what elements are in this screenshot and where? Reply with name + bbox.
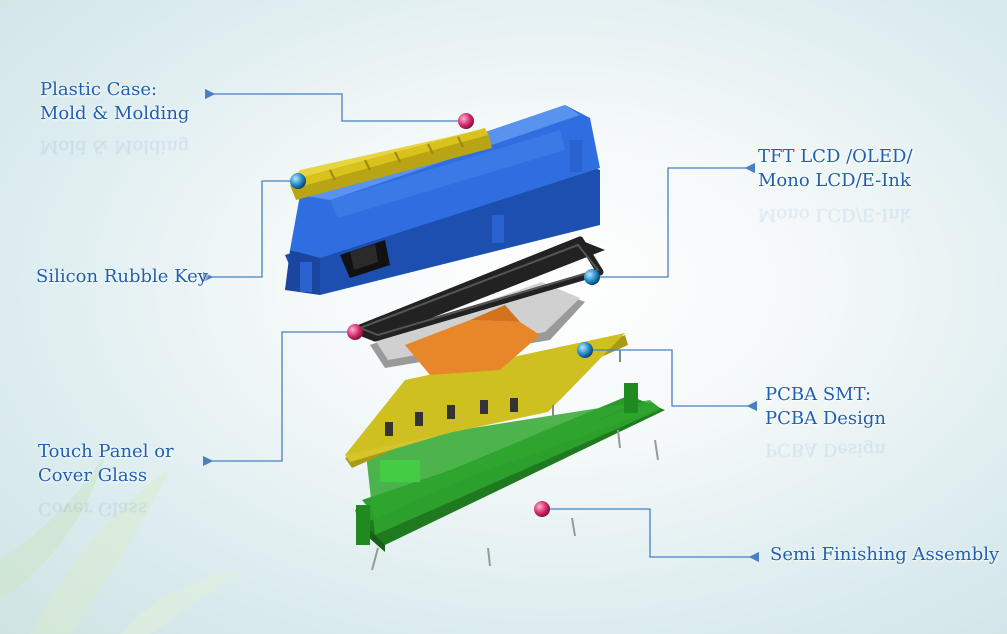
marker-touch-panel [347, 324, 363, 340]
label-plastic-case-line2: Mold & Molding [40, 103, 190, 124]
lcd-panel [370, 282, 585, 375]
label-display-reflection-text: Mono LCD/E-Ink [758, 204, 911, 225]
marker-keypad [290, 173, 306, 189]
label-display-line2: Mono LCD/E-Ink [758, 170, 911, 191]
label-pcba-reflection: PCBA Design [765, 437, 886, 461]
label-plastic-case: Plastic Case: Mold & Molding [40, 78, 189, 126]
marker-plastic-case [458, 113, 474, 129]
label-touch-panel-line1: Touch Panel or [38, 441, 174, 462]
label-pcba-line1: PCBA SMT: [765, 384, 872, 405]
label-semi-finishing: Semi Finishing Assembly [770, 544, 1000, 565]
touch-panel-bezel [351, 236, 605, 342]
label-display-reflection: Mono LCD/E-Ink [758, 202, 911, 226]
yellow-pcb-board [345, 333, 628, 468]
label-touch-panel: Touch Panel or Cover Glass [38, 440, 174, 488]
label-touch-panel-reflection-text: Cover Glass [38, 498, 148, 519]
label-plastic-case-reflection-text: Mold & Molding [40, 136, 190, 157]
label-silicon-key: Silicon Rubble Key [36, 266, 208, 287]
leaf-decoration [0, 440, 240, 634]
label-pcba: PCBA SMT: PCBA Design [765, 383, 886, 431]
label-touch-panel-reflection: Cover Glass [38, 496, 147, 520]
label-pcba-line2: PCBA Design [765, 408, 887, 429]
label-display-line1: TFT LCD /OLED/ [758, 146, 913, 167]
marker-semi-finishing [534, 501, 550, 517]
label-display: TFT LCD /OLED/ Mono LCD/E-Ink [758, 145, 913, 193]
label-plastic-case-reflection: Mold & Molding [40, 134, 189, 158]
label-plastic-case-line1: Plastic Case: [40, 79, 158, 100]
label-pcba-reflection-text: PCBA Design [765, 439, 887, 460]
silicon-rubber-keypad [290, 128, 492, 200]
marker-pcba [577, 342, 593, 358]
marker-display [584, 269, 600, 285]
leader-lines [202, 88, 760, 563]
label-touch-panel-line2: Cover Glass [38, 465, 148, 486]
